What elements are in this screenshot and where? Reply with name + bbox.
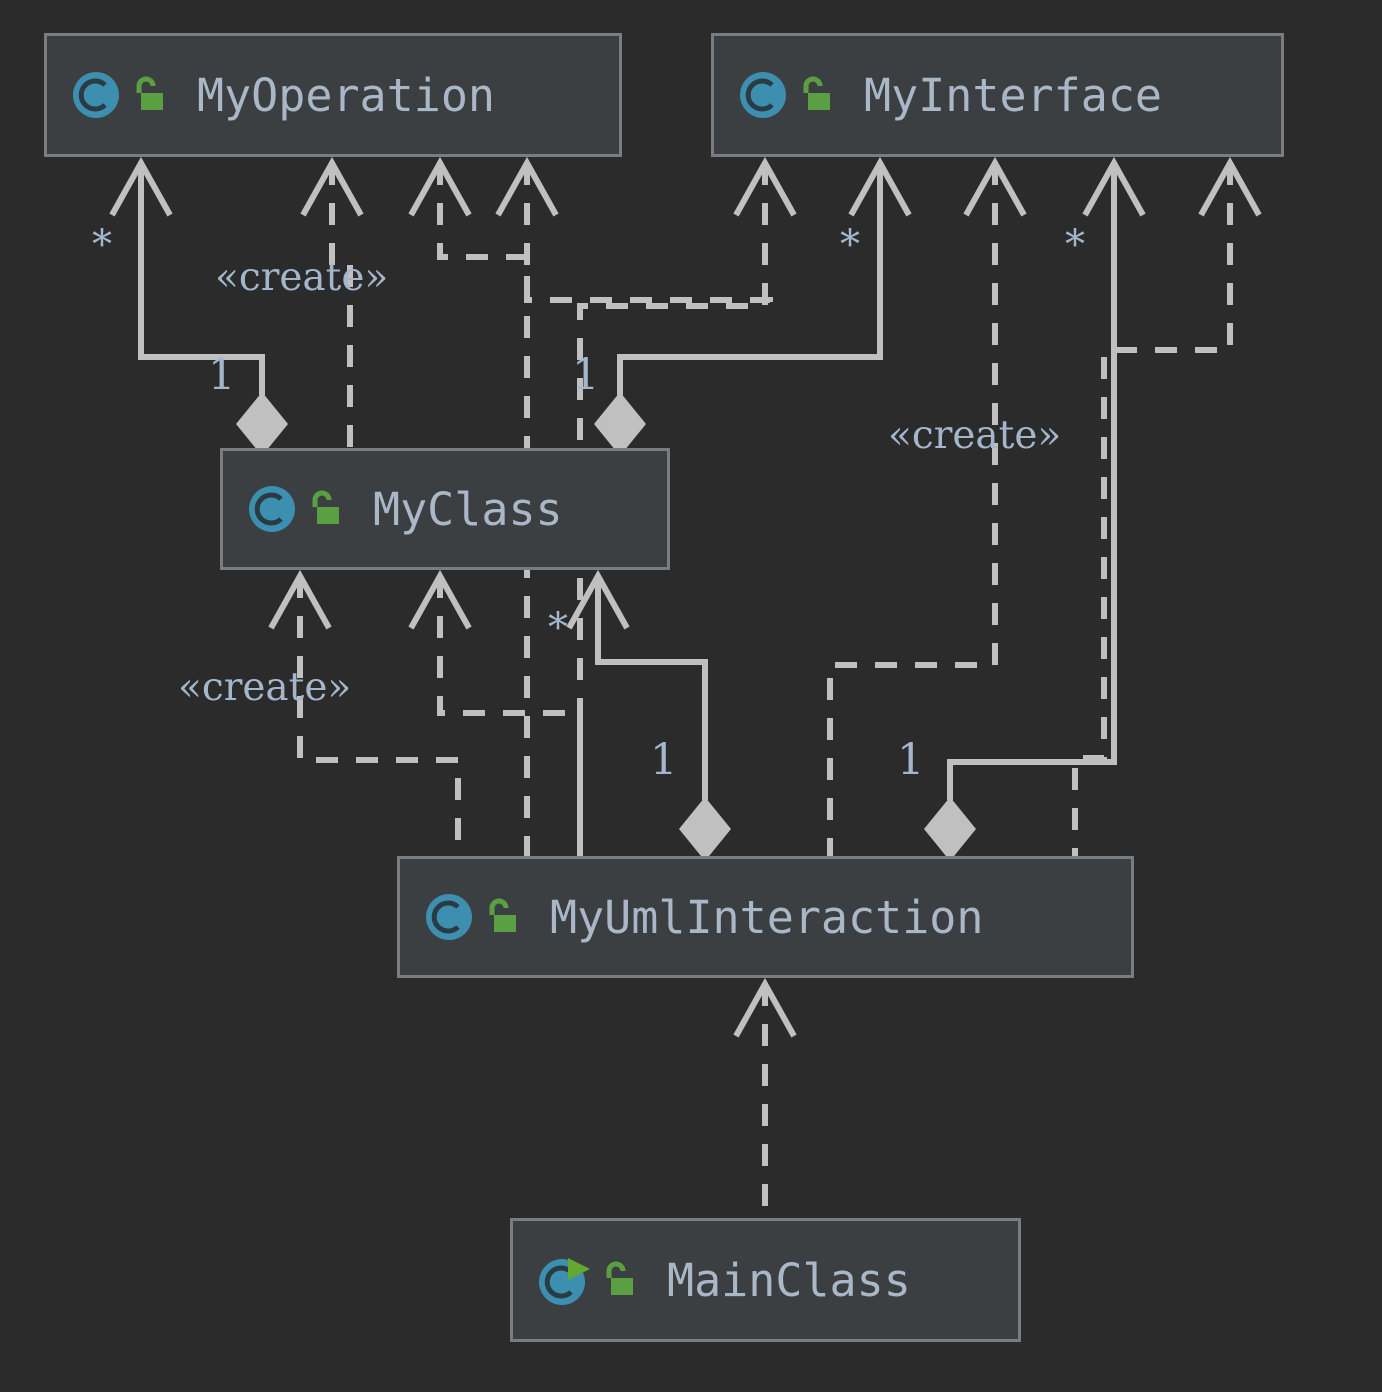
unlocked-lock-icon [312,490,339,524]
edge-myumlinteraction-myinterface-dependency-a[interactable] [577,156,797,856]
edge-myumlinteraction-myinterface-create[interactable] [827,156,1027,856]
uml-class-myumlinteraction[interactable]: MyUmlInteraction [397,856,1134,978]
uml-class-myinterface[interactable]: MyInterface [711,33,1284,157]
uml-class-label: MyUmlInteraction [550,890,984,944]
edge-myclass-myinterface-aggregation[interactable] [594,156,912,456]
class-icon [73,72,119,118]
unlocked-lock-icon [803,76,830,110]
unlocked-lock-icon [606,1261,633,1295]
uml-class-label: MainClass [667,1253,911,1307]
edge-myclass-myoperation-create[interactable] [300,156,364,448]
unlocked-lock-icon [136,76,163,110]
uml-class-mainclass[interactable]: MainClass [510,1218,1021,1342]
class-runnable-icon [539,1258,590,1305]
node-icon-group [736,68,834,122]
uml-class-myclass[interactable]: MyClass [220,448,670,570]
node-icon-group [245,482,343,536]
edge-myumlinteraction-myclass-dependency[interactable] [408,569,583,856]
node-icon-group [535,1253,637,1307]
edge-myumlinteraction-myinterface-aggregation[interactable] [924,156,1146,861]
uml-class-label: MyInterface [864,68,1163,122]
node-icon-group [422,890,520,944]
run-triangle-icon [568,1258,590,1280]
edge-myumlinteraction-myoperation-dependency-b[interactable] [495,156,773,306]
class-icon [249,486,295,532]
edge-myclass-myoperation-aggregation[interactable] [109,156,288,456]
uml-class-label: MyOperation [197,68,496,122]
edge-mainclass-myumlinteraction-dependency[interactable] [733,977,797,1218]
uml-class-myoperation[interactable]: MyOperation [44,33,622,157]
class-icon [740,72,786,118]
node-icon-group [69,68,167,122]
class-icon [426,894,472,940]
edge-myumlinteraction-myclass-aggregation[interactable] [566,569,731,861]
unlocked-lock-icon [489,898,516,932]
uml-class-label: MyClass [373,482,563,536]
edge-myumlinteraction-myclass-create[interactable] [268,569,461,856]
edge-myumlinteraction-myinterface-dependency-b[interactable] [1072,156,1262,856]
